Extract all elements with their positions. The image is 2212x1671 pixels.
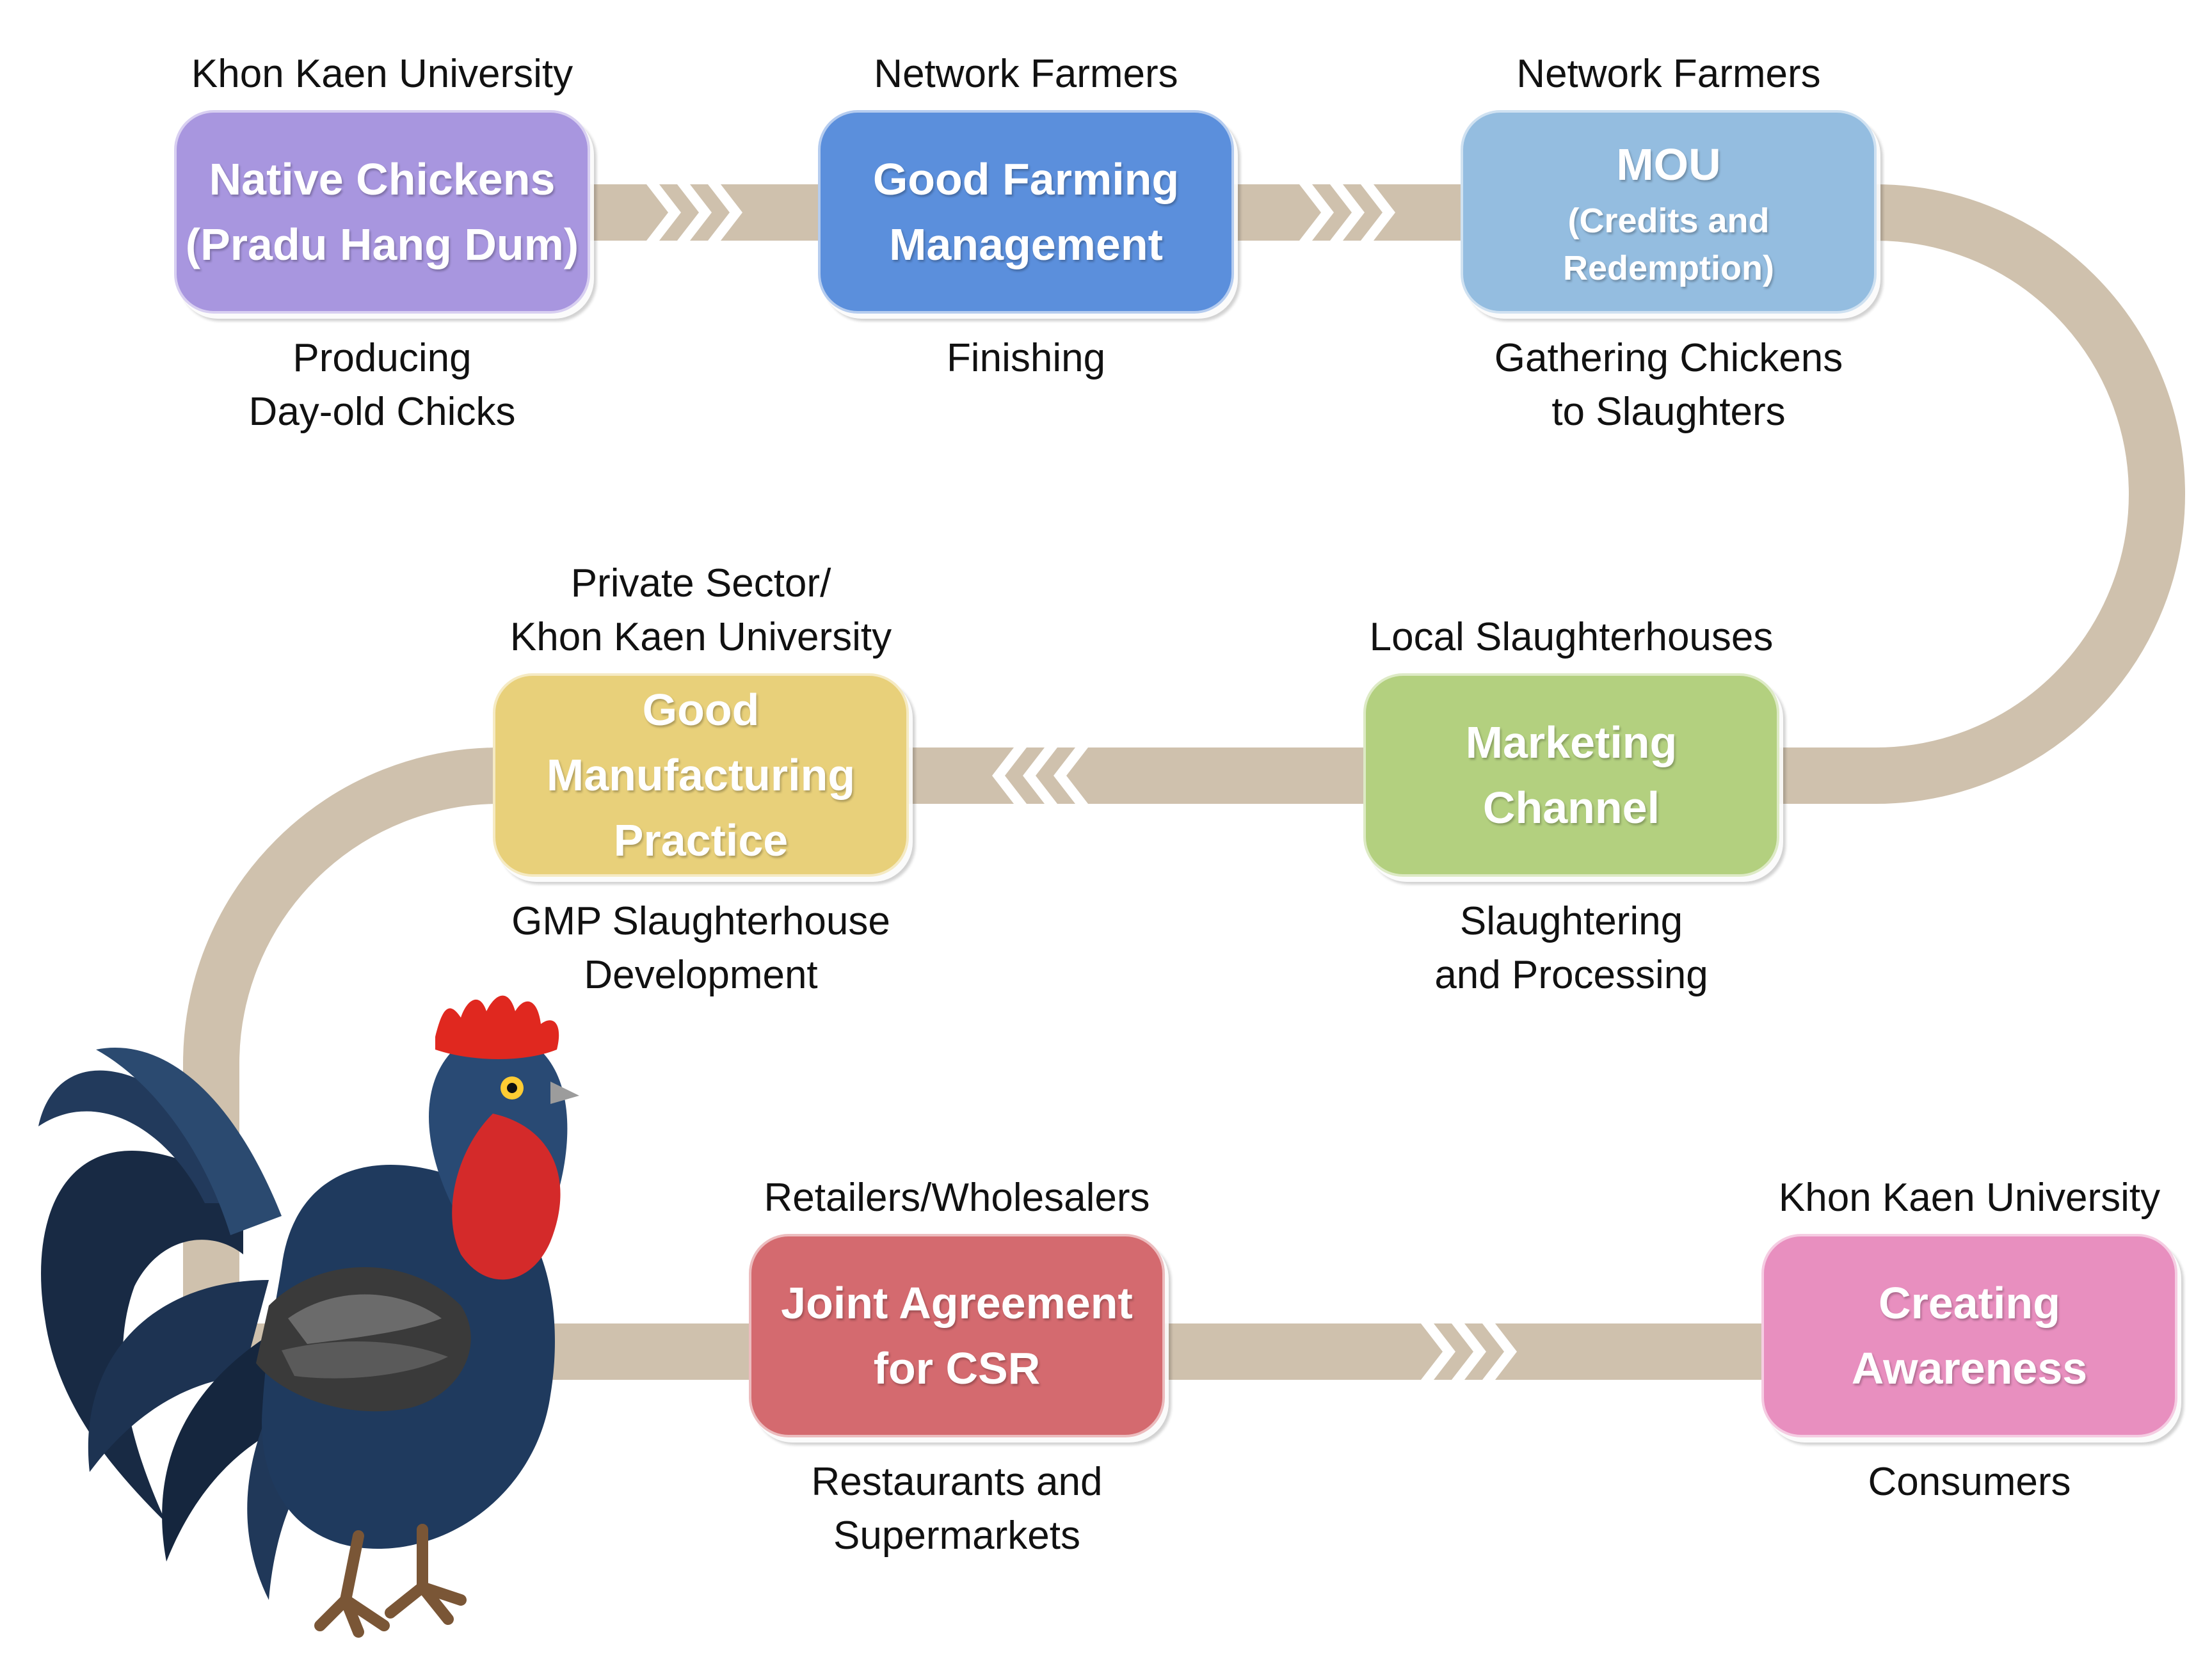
step-actor-label: Retailers/Wholesalers xyxy=(764,1176,1150,1220)
step-title-line: for CSR xyxy=(873,1343,1041,1393)
step-title-line: Channel xyxy=(1482,783,1660,833)
step-title-line: Good xyxy=(642,685,760,735)
step-title-line: Native Chickens xyxy=(209,154,556,204)
step-box: MOU (Credits and Redemption) xyxy=(1461,110,1877,314)
chevron-arrow-icon xyxy=(708,184,742,241)
step-title-line: (Pradu Hang Dum) xyxy=(185,220,579,269)
chevron-arrow-icon xyxy=(992,748,1027,804)
chevron-arrow-icon xyxy=(1054,748,1088,804)
chevron-arrow-icon xyxy=(1023,748,1057,804)
step-actor-label: Local Slaughterhouses xyxy=(1369,615,1774,659)
step-description-label: Finishing xyxy=(946,336,1106,380)
chevron-arrow-icon xyxy=(1421,1323,1455,1380)
step-actor-label: Network Farmers xyxy=(874,52,1178,96)
step-subtitle: (Credits and Redemption) xyxy=(1563,202,1774,287)
step-box: Joint Agreement for CSR xyxy=(749,1234,1165,1437)
flow-track xyxy=(183,184,2185,1380)
step-description-label: GMP Slaughterhouse Development xyxy=(511,899,890,997)
step-title-line: Marketing xyxy=(1465,717,1678,767)
chevron-arrow-icon xyxy=(1299,184,1334,241)
step-title-line: MOU xyxy=(1616,140,1721,189)
step-description-label: Producing Day-old Chicks xyxy=(248,336,516,434)
step-title-line: Joint Agreement xyxy=(781,1278,1133,1328)
chevron-arrow-icon xyxy=(1482,1323,1517,1380)
step-description-label: Slaughtering and Processing xyxy=(1434,899,1708,997)
chevron-arrow-icon xyxy=(1361,184,1395,241)
step-description-label: Gathering Chickens to Slaughters xyxy=(1494,336,1843,434)
step-description-label: Restaurants and Supermarkets xyxy=(811,1460,1103,1558)
step-title-line: Manufacturing xyxy=(546,750,856,800)
chevron-arrow-icon xyxy=(1330,184,1365,241)
step-actor-label: Khon Kaen University xyxy=(191,52,573,96)
step-actor-label: Network Farmers xyxy=(1516,52,1821,96)
chevron-arrow-icon xyxy=(646,184,681,241)
step-box: Native Chickens (Pradu Hang Dum) xyxy=(174,110,590,314)
step-title-line: Practice xyxy=(613,815,789,865)
track-path xyxy=(183,184,2185,1380)
step-title-line: Awareness xyxy=(1851,1343,2088,1393)
step-title-line: Management xyxy=(889,220,1163,269)
step-actor-label: Khon Kaen University xyxy=(1778,1176,2161,1220)
step-actor-label: Private Sector/ Khon Kaen University xyxy=(509,561,892,659)
step-title-line: Good Farming xyxy=(872,154,1180,204)
step-description-label: Consumers xyxy=(1868,1460,2071,1504)
flow-direction-arrows xyxy=(646,184,1517,1380)
step-title-line: Creating xyxy=(1879,1278,2060,1328)
chevron-arrow-icon xyxy=(677,184,712,241)
chevron-arrow-icon xyxy=(1452,1323,1486,1380)
rooster-icon xyxy=(38,995,579,1638)
